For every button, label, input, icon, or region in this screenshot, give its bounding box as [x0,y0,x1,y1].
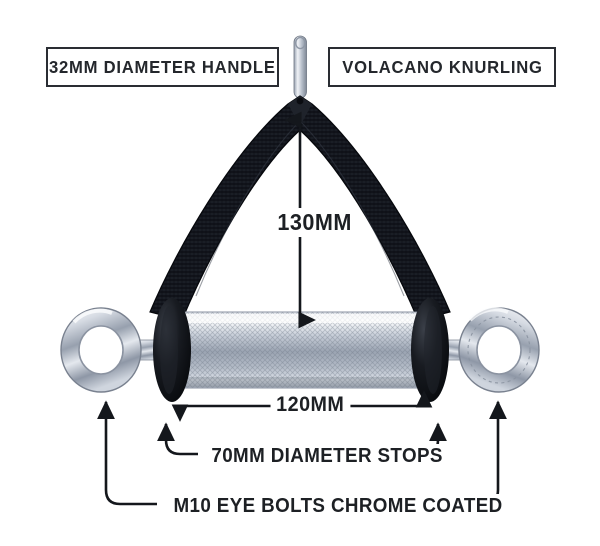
feature-callout-handle-diameter: 32MM DIAMETER HANDLE [46,47,279,87]
feature-label-handle-diameter: 32MM DIAMETER HANDLE [49,56,276,77]
feature-label-knurling: VOLACANO KNURLING [341,56,543,77]
callout-label-stops: 70MM DIAMETER STOPS [205,444,449,469]
dimension-label-130mm: 130MM [270,208,359,237]
stop-disc-left [153,298,191,402]
callout-label-eye-bolts: M10 EYE BOLTS CHROME COATED [167,494,509,519]
carabiner-clip [293,35,307,99]
dimension-label-120mm: 120MM [270,392,350,418]
stop-disc-right [411,298,449,402]
knurled-grip [175,311,429,389]
feature-callout-knurling: VOLACANO KNURLING [328,47,556,87]
